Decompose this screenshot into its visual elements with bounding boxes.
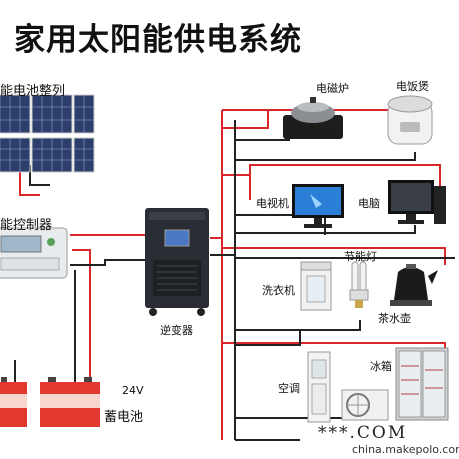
air-conditioner-appliance (307, 351, 331, 423)
solar-panel (31, 137, 73, 173)
solar-panel (0, 137, 31, 173)
battery-1 (0, 377, 27, 427)
solar-panel (0, 94, 31, 134)
inverter-label: 逆变器 (160, 324, 193, 337)
induction-cooker-label: 电磁炉 (316, 82, 349, 95)
solar-panel (73, 137, 95, 173)
solar-array-label: 能电池整列 (0, 84, 66, 99)
wire-neg-ricecooker (235, 152, 416, 161)
solar-panel-array (0, 94, 95, 173)
wire-panel-to-controller (19, 165, 40, 196)
wire-neg-computer (235, 225, 416, 234)
fridge-appliance (395, 347, 449, 421)
wire-neg-lamp (235, 320, 361, 331)
lamp-label: 节能灯 (344, 250, 377, 263)
computer-appliance (388, 180, 446, 224)
inverter-unit (145, 208, 209, 316)
kettle-label: 茶水壶 (378, 312, 411, 325)
tv-label: 电视机 (256, 197, 289, 210)
rice-cooker-label: 电饭煲 (396, 80, 429, 93)
wire-controller-neg (70, 259, 145, 266)
wire-controller-to-battery (72, 249, 91, 378)
battery-2 (40, 377, 100, 427)
solar-panel (31, 94, 73, 134)
wire-to-kettle (222, 247, 446, 265)
watermark-url: china.makepolo.com (352, 443, 459, 456)
ac-outdoor-unit (341, 389, 389, 421)
ac-label: 空调 (278, 382, 300, 395)
washer-label: 洗衣机 (262, 284, 295, 297)
wire-to-computer (222, 164, 441, 205)
washer-appliance (300, 261, 332, 311)
wire-neg-washer (235, 330, 301, 346)
lamp-appliance (349, 261, 369, 308)
rice-cooker-appliance (387, 95, 433, 145)
fridge-label: 冰箱 (370, 360, 392, 373)
watermark-domain: ***.COM (318, 423, 408, 443)
page-title: 家用太阳能供电系统 (14, 22, 302, 58)
tv-appliance (292, 184, 344, 228)
induction-cooker-appliance (283, 97, 343, 139)
charge-controller (0, 227, 68, 279)
kettle-appliance (390, 264, 438, 306)
solar-panel (73, 94, 95, 134)
controller-label: 能控制器 (0, 218, 53, 233)
battery-voltage-label: 24V (122, 384, 144, 397)
negative-wires (14, 120, 455, 441)
battery-label: 蓄电池 (104, 410, 144, 425)
computer-label: 电脑 (358, 197, 380, 210)
